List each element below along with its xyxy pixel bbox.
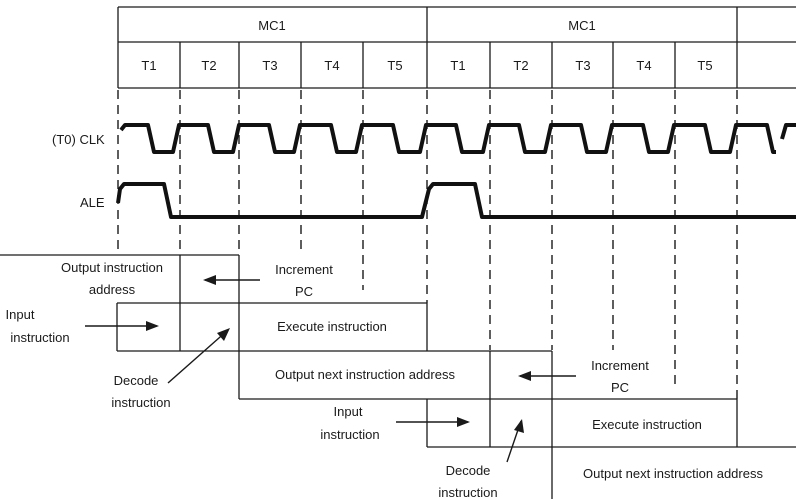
- input-instruction-label: Input: [6, 307, 35, 322]
- state-label: T3: [575, 58, 590, 73]
- decode-instruction-label: instruction: [111, 395, 170, 410]
- decode-instruction-arrow: [506, 419, 524, 463]
- output-next-address-label: Output next instruction address: [583, 466, 763, 481]
- decode-instruction-label: Decode: [446, 463, 491, 478]
- clock-waveform: [119, 123, 796, 154]
- output-address-label: address: [89, 282, 136, 297]
- cycle1-flow: [0, 254, 737, 499]
- increment-pc-label: Increment: [275, 262, 333, 277]
- increment-pc-arrow: [518, 371, 576, 381]
- output-next-address-label: Output next instruction address: [275, 367, 455, 382]
- state-label: T5: [697, 58, 712, 73]
- ale-signal-label: ALE: [80, 195, 105, 210]
- state-label: T2: [201, 58, 216, 73]
- state-label: T5: [387, 58, 402, 73]
- machine-cycle-label: MC1: [258, 18, 285, 33]
- execute-instruction-label: Execute instruction: [592, 417, 702, 432]
- increment-pc-label: PC: [295, 284, 313, 299]
- input-instruction-label: instruction: [10, 330, 69, 345]
- input-instruction-arrow: [85, 321, 159, 331]
- header-grid: [117, 6, 796, 89]
- state-label: T2: [513, 58, 528, 73]
- state-label: T3: [262, 58, 277, 73]
- decode-instruction-label: instruction: [438, 485, 497, 499]
- increment-pc-arrow: [203, 275, 260, 285]
- execute-instruction-label: Execute instruction: [277, 319, 387, 334]
- machine-cycle-label: MC1: [568, 18, 595, 33]
- cycle2-flow: [426, 399, 796, 448]
- state-label: T4: [636, 58, 651, 73]
- output-address-label: Output instruction: [61, 260, 163, 275]
- decode-instruction-arrow: [167, 328, 230, 384]
- ale-waveform: [116, 182, 796, 219]
- state-label: T4: [324, 58, 339, 73]
- state-label: T1: [450, 58, 465, 73]
- clock-signal-label: (T0) CLK: [52, 132, 105, 147]
- input-instruction-label: instruction: [320, 427, 379, 442]
- increment-pc-label: PC: [611, 380, 629, 395]
- input-instruction-label: Input: [334, 404, 363, 419]
- decode-instruction-label: Decode: [114, 373, 159, 388]
- state-label: T1: [141, 58, 156, 73]
- input-instruction-arrow: [396, 417, 470, 427]
- increment-pc-label: Increment: [591, 358, 649, 373]
